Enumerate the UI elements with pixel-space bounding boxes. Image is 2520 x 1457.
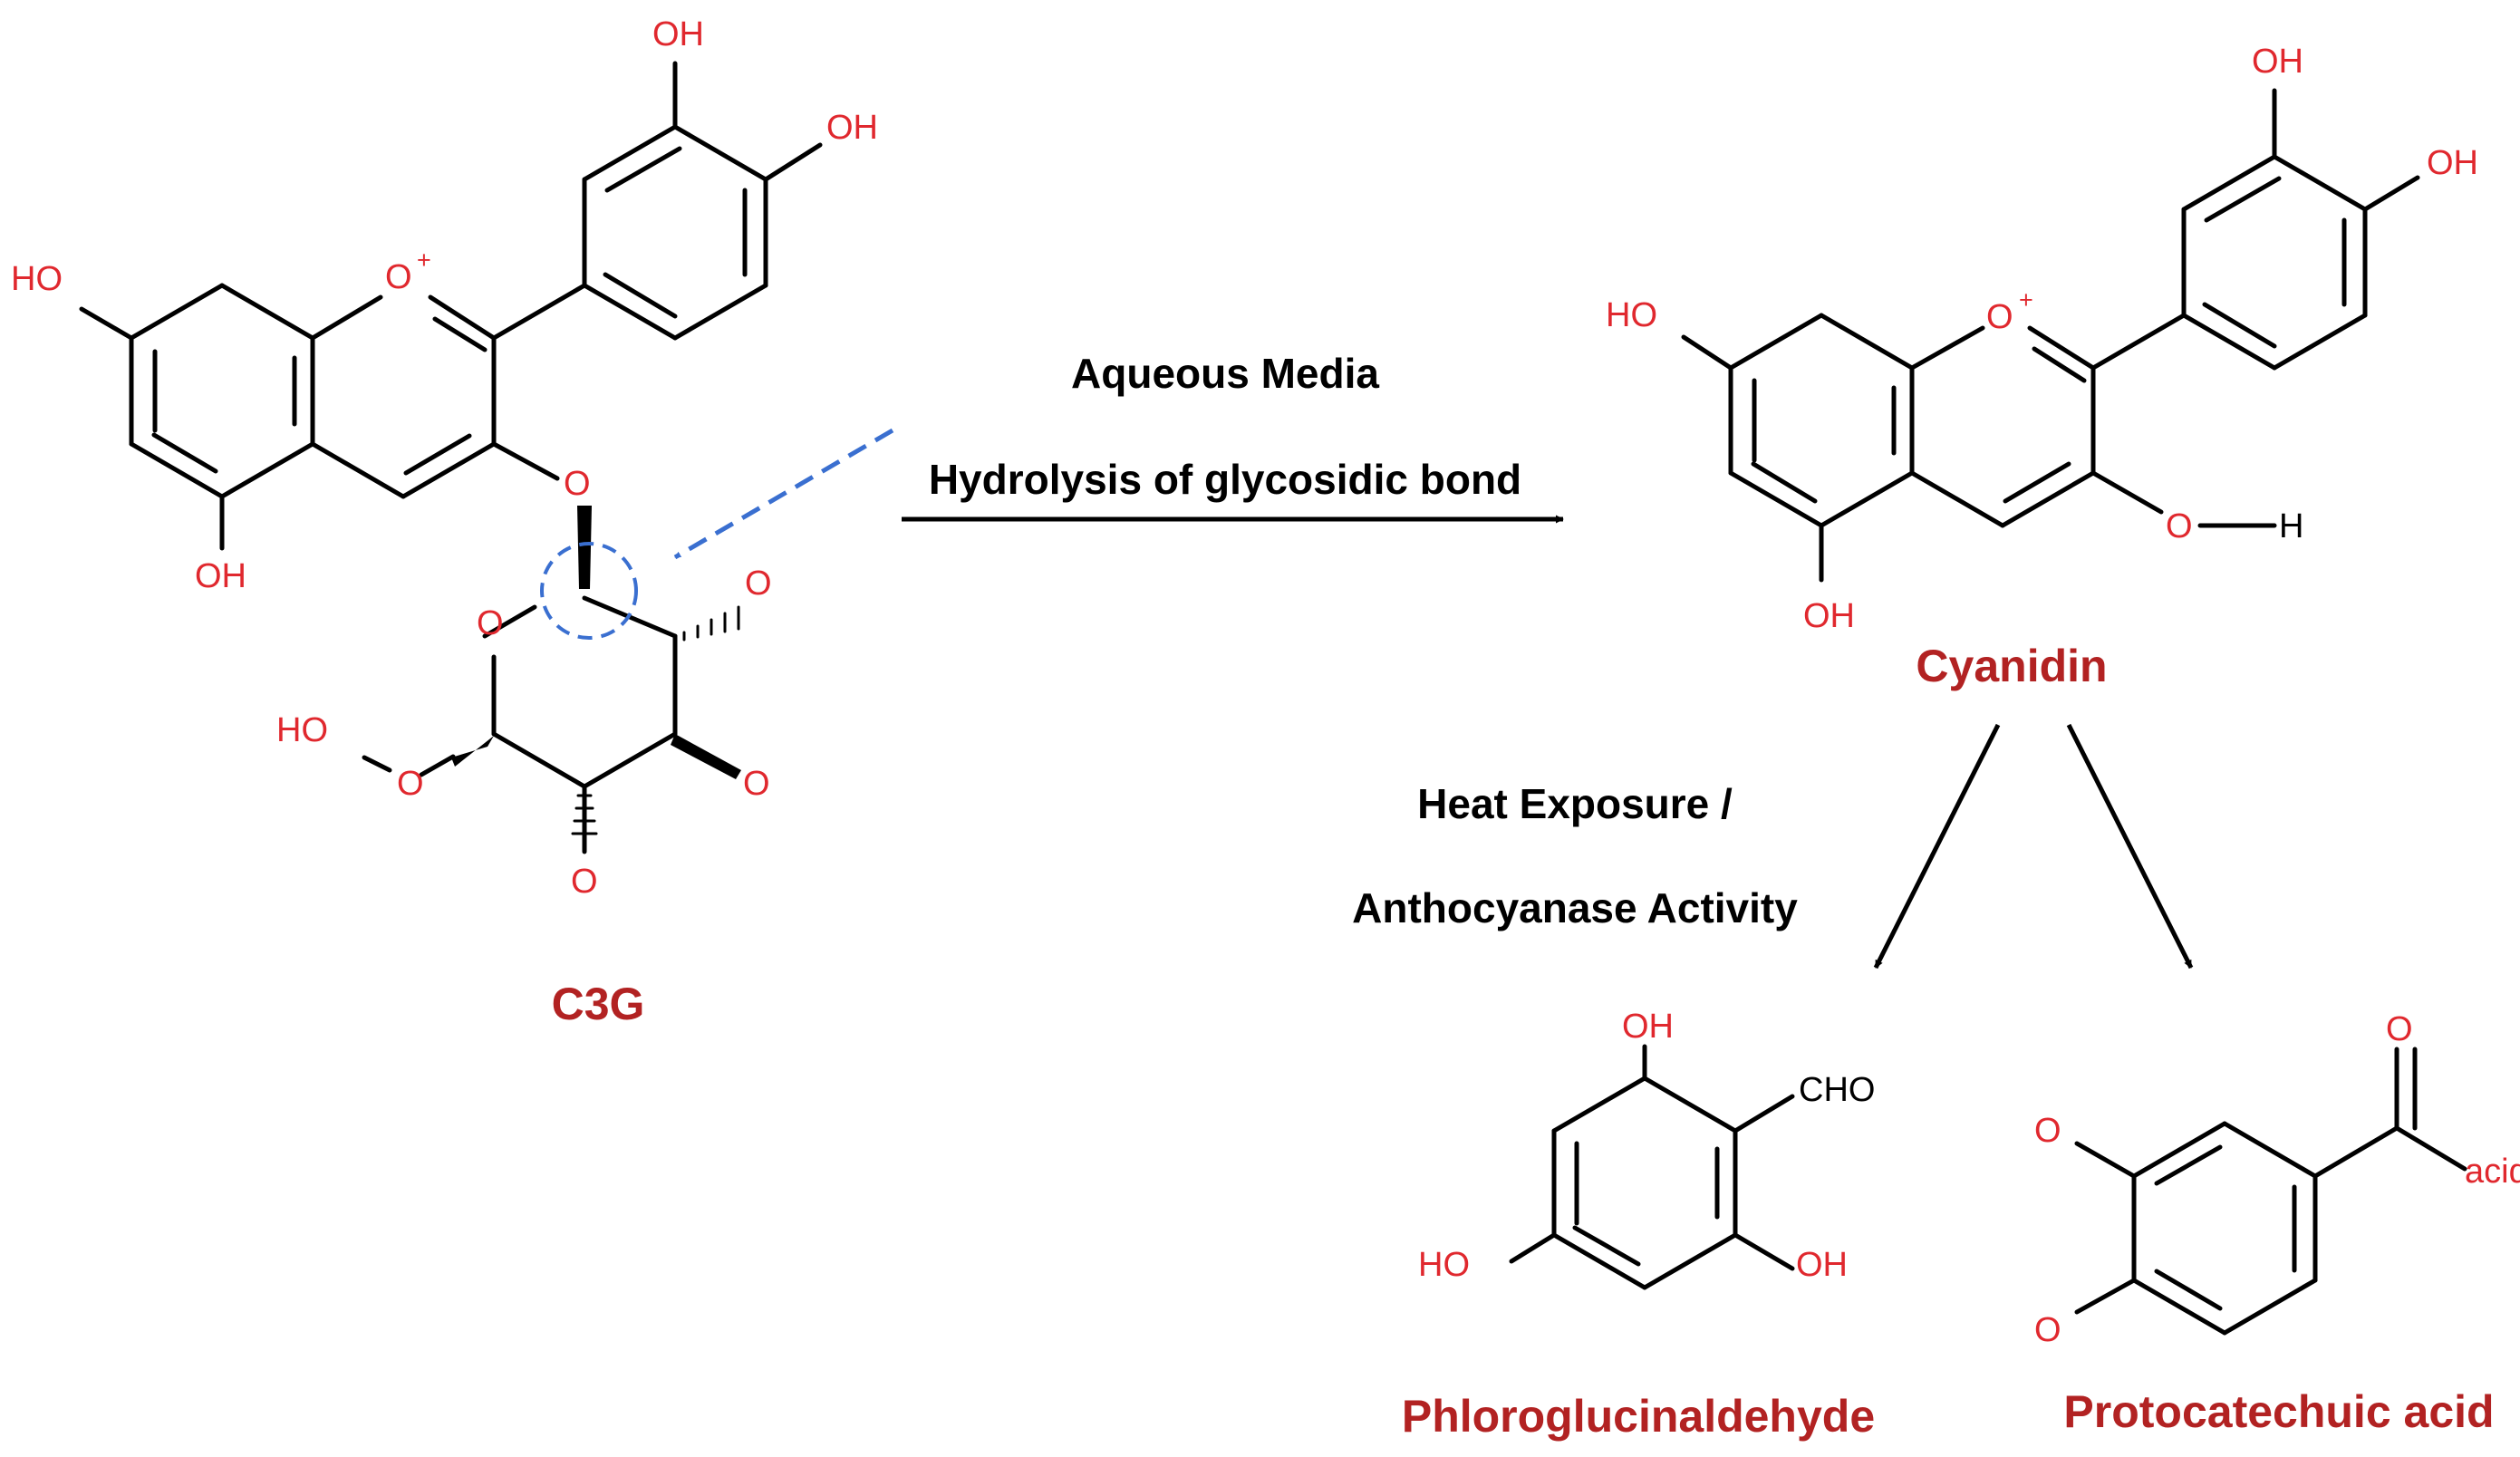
cyanidin-ring-b-bonds bbox=[2181, 88, 2420, 371]
c3g-hashed-bonds bbox=[571, 605, 740, 835]
c3g-oh-4prime: OH bbox=[826, 109, 878, 147]
c3g-ring-oxygen: O bbox=[385, 258, 412, 296]
protocatechuic-structure: O acid O O Protocatechuic acid bbox=[2034, 1010, 2520, 1437]
c3g-ho-7: HO bbox=[11, 260, 63, 298]
c3g-ring-b-bonds bbox=[582, 61, 823, 341]
arrow-to-protocatechuic-acid bbox=[2066, 723, 2194, 970]
c3g-glucose-bonds bbox=[362, 595, 678, 854]
c3g-sugar-ho: HO bbox=[276, 711, 328, 749]
glycosidic-bond-pointer-arrow bbox=[673, 428, 894, 560]
degradation-step: Heat Exposure / Anthocyanase Activity bbox=[1352, 723, 2194, 970]
c3g-label: C3G bbox=[552, 979, 645, 1029]
cyanidin-oh-3prime: OH bbox=[2252, 43, 2303, 81]
phloroglucinaldehyde-structure: OH CHO HO OH Phloroglucinaldehyde bbox=[1402, 1008, 1876, 1442]
protocatechuic-o-3: O bbox=[2034, 1112, 2061, 1150]
c3g-ring-c-bonds bbox=[310, 283, 587, 499]
cyanidin-3-oxygen: O bbox=[2166, 507, 2193, 545]
arrow-to-phloroglucinaldehyde bbox=[1873, 723, 2001, 970]
protocatechuic-o-4: O bbox=[2034, 1311, 2061, 1349]
c3g-ring-a-bonds bbox=[79, 283, 315, 551]
c3g-sugar-o-2: O bbox=[745, 564, 772, 603]
protocatechuic-acid-suffix: acid bbox=[2465, 1153, 2520, 1191]
phloroglucinaldehyde-ring-bonds bbox=[1509, 1044, 1795, 1290]
c3g-structure: OH OH HO O + OH O O O O O O HO C3G bbox=[11, 15, 894, 1029]
c3g-sugar-ring-oxygen: O bbox=[477, 604, 504, 642]
cyanidin-3-hydrogen: H bbox=[2279, 507, 2303, 545]
cyanidin-ring-oxygen: O bbox=[1986, 298, 2013, 336]
c3g-oh-5: OH bbox=[195, 557, 246, 595]
cyanidin-oxonium-charge: + bbox=[2019, 286, 2033, 314]
c3g-glycosidic-oxygen: O bbox=[564, 465, 591, 503]
cyanidin-label: Cyanidin bbox=[1916, 641, 2107, 691]
cyanidin-oh-5: OH bbox=[1803, 597, 1855, 635]
phloroglucinaldehyde-oh-right: OH bbox=[1796, 1246, 1848, 1284]
protocatechuic-ring-bonds bbox=[2074, 1047, 2467, 1336]
hydrolysis-condition-line-2: Hydrolysis of glycosidic bond bbox=[929, 456, 1521, 503]
degradation-condition-line-1: Heat Exposure / bbox=[1417, 780, 1733, 827]
c3g-stereo-bonds bbox=[451, 506, 741, 779]
c3g-sugar-o-4: O bbox=[571, 863, 598, 901]
cyanidin-ring-c-bonds bbox=[1909, 313, 2277, 528]
cyanidin-structure: OH OH HO O + OH O H Cyanidin bbox=[1606, 43, 2478, 691]
glycosidic-bond-highlight bbox=[540, 542, 638, 640]
protocatechuic-label: Protocatechuic acid bbox=[2063, 1386, 2494, 1437]
phloroglucinaldehyde-cho: CHO bbox=[1799, 1071, 1875, 1109]
protocatechuic-carbonyl-oxygen: O bbox=[2386, 1010, 2413, 1048]
degradation-condition-line-2: Anthocyanase Activity bbox=[1352, 884, 1798, 931]
c3g-sugar-o-6: O bbox=[397, 765, 424, 803]
cyanidin-ring-a-bonds bbox=[1681, 313, 1915, 583]
hydrolysis-step: Aqueous Media Hydrolysis of glycosidic b… bbox=[902, 350, 1564, 524]
cyanidin-oh-4prime: OH bbox=[2427, 144, 2478, 182]
c3g-oxonium-charge: + bbox=[417, 246, 431, 274]
c3g-sugar-o-3: O bbox=[743, 765, 770, 803]
phloroglucinaldehyde-ho-left: HO bbox=[1418, 1246, 1470, 1284]
hydrolysis-condition-line-1: Aqueous Media bbox=[1071, 350, 1379, 397]
phloroglucinaldehyde-oh-top: OH bbox=[1622, 1008, 1674, 1046]
cyanidin-ho-7: HO bbox=[1606, 296, 1657, 334]
c3g-oh-3prime: OH bbox=[652, 15, 704, 53]
phloroglucinaldehyde-label: Phloroglucinaldehyde bbox=[1402, 1391, 1875, 1442]
